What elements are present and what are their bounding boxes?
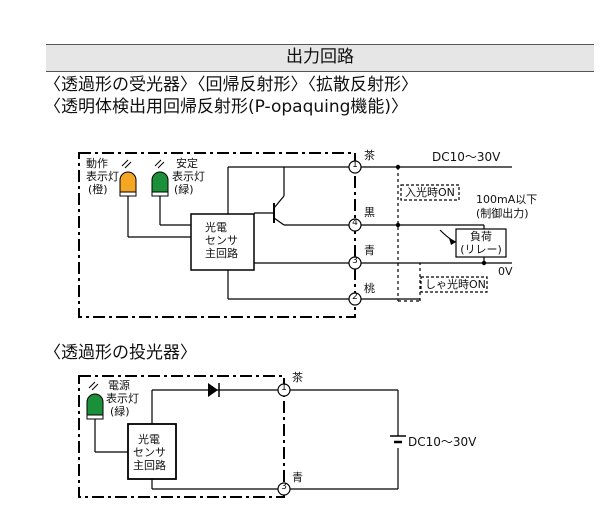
stable-light-label-2: 表示灯: [172, 170, 205, 183]
load-label-2: (リレー): [460, 243, 502, 256]
light-on-label: 入光時ON: [405, 186, 455, 199]
wire-blue-label: 青: [364, 244, 375, 257]
operation-light-label-2: 表示灯: [86, 170, 119, 183]
receiver-circuit-label-2: センサ: [205, 234, 238, 247]
emitter-wire-blue-label: 青: [292, 471, 303, 484]
emitter-circuit-label-3: 主回路: [133, 459, 166, 472]
emitter-enclosure: [78, 375, 285, 498]
terminal-3-number: 3: [352, 256, 358, 266]
wire-black-label: 黒: [364, 206, 375, 219]
emitter-circuit-label-1: 光電: [138, 433, 160, 446]
orange-lamp-icon: [119, 171, 137, 197]
emitter-heading: 〈透過形の投光器〉: [44, 343, 197, 363]
wire-pink-label: 桃: [364, 282, 375, 295]
power-light-label-1: 電源: [108, 379, 130, 392]
light-on-box: [400, 184, 460, 201]
emitter-circuit-label-2: センサ: [133, 446, 166, 459]
current-label-2: (制御出力): [476, 207, 529, 220]
load-label-1: 負荷: [470, 230, 492, 243]
header-bar: [46, 44, 594, 72]
emitter-terminal-3-number: 3: [281, 482, 287, 492]
terminal-1-number: 1: [352, 160, 358, 170]
receiver-circuit-label-1: 光電: [205, 221, 227, 234]
emitter-green-lamp-icon: [86, 393, 104, 420]
stable-light-label-1: 安定: [176, 157, 198, 170]
emitter-wire-brown-label: 茶: [292, 371, 303, 384]
emitter-supply-label: DC10～30V: [408, 435, 477, 449]
wire-brown-label: 茶: [364, 149, 375, 162]
receiver-enclosure: [78, 152, 356, 318]
diode-icon: [208, 383, 220, 397]
page-title: 出力回路: [286, 47, 354, 67]
operation-light-label-1: 動作: [86, 157, 108, 170]
dark-on-box: [420, 276, 488, 293]
zero-volt-label: 0V: [498, 265, 513, 278]
operation-light-label-3: (橙): [88, 183, 108, 196]
green-lamp-icon: [151, 171, 169, 197]
emitter-terminal-1-number: 1: [281, 383, 287, 393]
stable-light-label-3: (緑): [174, 183, 194, 196]
receiver-supply-label: DC10～30V: [432, 150, 501, 164]
dark-on-label: しゃ光時ON: [425, 278, 486, 291]
power-light-label-2: 表示灯: [106, 392, 139, 405]
receiver-circuit-label-3: 主回路: [205, 247, 238, 260]
terminal-4-number: 4: [352, 218, 358, 228]
power-light-label-3: (緑): [110, 405, 130, 418]
receiver-heading-line1: 〈透過形の受光器〉〈回帰反射形〉〈拡散反射形〉: [44, 75, 418, 95]
current-label-1: 100mA以下: [476, 193, 538, 206]
receiver-heading-line2: 〈透明体検出用回帰反射形(P-opaquing機能)〉: [44, 97, 409, 117]
load-box: [455, 228, 507, 258]
receiver-circuit-box: [190, 213, 255, 271]
terminal-2-number: 2: [352, 292, 358, 302]
